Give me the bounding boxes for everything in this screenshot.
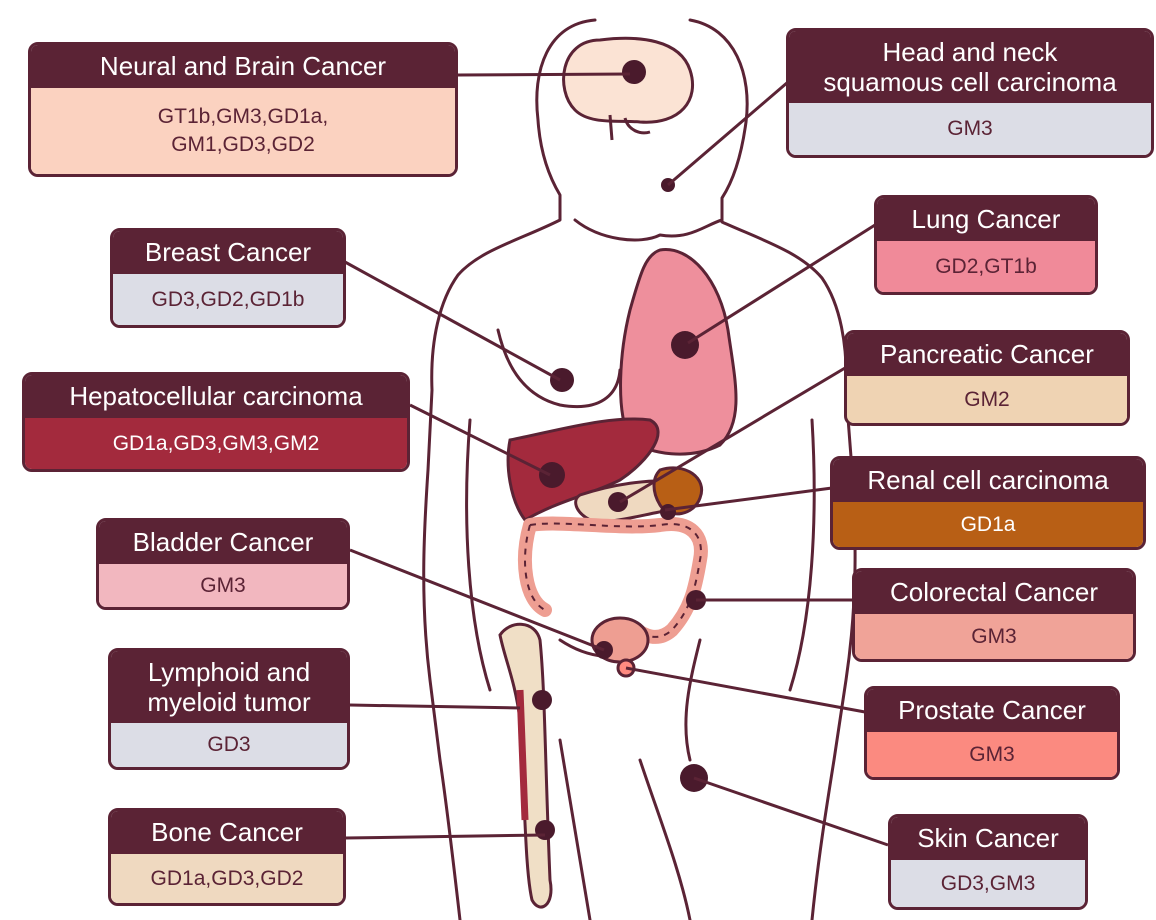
callout-renal: Renal cell carcinoma GD1a [830, 456, 1146, 550]
callout-title: Lymphoid and myeloid tumor [111, 651, 347, 723]
callout-lymphoid: Lymphoid and myeloid tumor GD3 [108, 648, 350, 770]
ganglioside-list: GD1a,GD3,GD2 [111, 854, 343, 903]
callout-hepatocellular: Hepatocellular carcinoma GD1a,GD3,GM3,GM… [22, 372, 410, 472]
callout-bladder: Bladder Cancer GM3 [96, 518, 350, 610]
callout-breast: Breast Cancer GD3,GD2,GD1b [110, 228, 346, 328]
connector-prostate [626, 668, 865, 712]
connector-lymphoid [350, 705, 520, 708]
ganglioside-list: GM3 [789, 103, 1151, 155]
tumor-breast [550, 368, 574, 392]
callout-lung: Lung Cancer GD2,GT1b [874, 195, 1098, 295]
tumor-bone [535, 820, 555, 840]
callout-title: Colorectal Cancer [855, 571, 1133, 614]
connector-skin [694, 778, 888, 845]
tumor-liver [539, 462, 565, 488]
connector-breast [345, 262, 560, 380]
ganglioside-list: GD3,GM3 [891, 860, 1085, 907]
callout-head-neck: Head and neck squamous cell carcinoma GM… [786, 28, 1154, 158]
callout-colorectal: Colorectal Cancer GM3 [852, 568, 1136, 662]
callout-title: Skin Cancer [891, 817, 1085, 860]
callout-title: Renal cell carcinoma [833, 459, 1143, 502]
callout-title: Bladder Cancer [99, 521, 347, 564]
callout-title: Pancreatic Cancer [847, 333, 1127, 376]
callout-title: Neural and Brain Cancer [31, 45, 455, 88]
callout-title: Breast Cancer [113, 231, 343, 274]
ganglioside-list: GD3 [111, 723, 347, 767]
ganglioside-list: GD1a,GD3,GM3,GM2 [25, 418, 407, 469]
ganglioside-list: GM3 [867, 732, 1117, 777]
ganglioside-list: GM3 [855, 614, 1133, 659]
connector-bone [345, 835, 545, 838]
callout-bone: Bone Cancer GD1a,GD3,GD2 [108, 808, 346, 906]
callout-title: Hepatocellular carcinoma [25, 375, 407, 418]
callout-pancreatic: Pancreatic Cancer GM2 [844, 330, 1130, 426]
callout-title: Lung Cancer [877, 198, 1095, 241]
callout-title: Head and neck squamous cell carcinoma [789, 31, 1151, 103]
tumor-brain [622, 60, 646, 84]
tumor-marrow [532, 690, 552, 710]
ganglioside-list: GD2,GT1b [877, 241, 1095, 292]
ganglioside-list: GM3 [99, 564, 347, 607]
connector-neural [458, 74, 630, 75]
callout-title: Bone Cancer [111, 811, 343, 854]
callout-skin: Skin Cancer GD3,GM3 [888, 814, 1088, 910]
callout-neural: Neural and Brain Cancer GT1b,GM3,GD1a, G… [28, 42, 458, 177]
callout-prostate: Prostate Cancer GM3 [864, 686, 1120, 780]
connector-lung [688, 225, 875, 343]
tumor-kidney [660, 504, 676, 520]
ganglioside-list: GM2 [847, 376, 1127, 423]
tumor-lung [671, 331, 699, 359]
ganglioside-list: GD1a [833, 502, 1143, 547]
ganglioside-list: GT1b,GM3,GD1a, GM1,GD3,GD2 [31, 88, 455, 174]
ganglioside-list: GD3,GD2,GD1b [113, 274, 343, 325]
tumor-pancreas [608, 492, 628, 512]
callout-title: Prostate Cancer [867, 689, 1117, 732]
